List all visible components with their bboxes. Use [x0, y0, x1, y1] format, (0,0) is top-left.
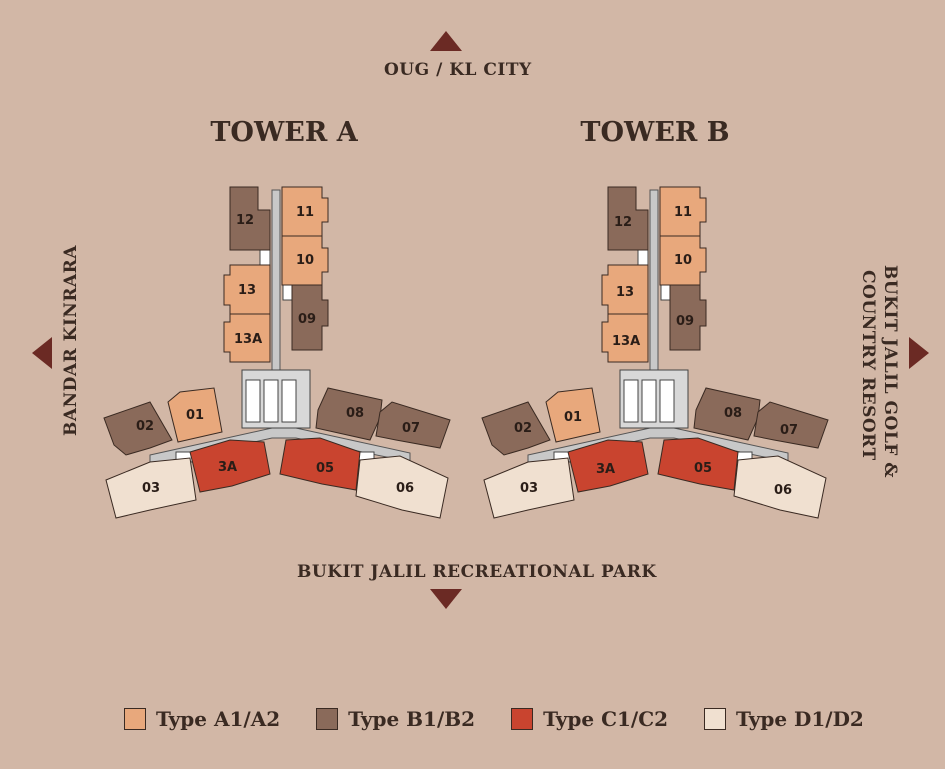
unit-3a: 3A [567, 439, 649, 493]
unit-10: 10 [281, 235, 329, 286]
unit-07: 07 [375, 401, 451, 449]
north-arrow-icon [430, 31, 462, 51]
tower-b-title: TOWER B [580, 117, 730, 148]
unit-01: 01 [545, 387, 601, 443]
svg-text:03: 03 [142, 481, 160, 496]
svg-text:11: 11 [674, 205, 692, 220]
unit-12: 12 [607, 186, 649, 251]
unit-type-legend: Type A1/A2 Type B1/B2 Type C1/C2 Type D1… [124, 707, 864, 731]
svg-text:07: 07 [402, 421, 420, 436]
north-direction-label: OUG / KL CITY [384, 60, 532, 80]
unit-08: 08 [693, 387, 761, 441]
svg-text:05: 05 [316, 461, 334, 476]
unit-13: 13 [223, 264, 271, 315]
legend-swatch-type-b [316, 708, 339, 730]
unit-06: 06 [733, 455, 827, 519]
unit-03: 03 [483, 457, 575, 519]
tower-a-plan: 12 11 10 13 09 13A 02 01 08 07 03 3A 05 … [103, 186, 451, 519]
unit-11: 11 [659, 186, 707, 237]
unit-01: 01 [167, 387, 223, 443]
svg-text:13: 13 [238, 283, 256, 298]
legend-item-type-d: Type D1/D2 [704, 707, 864, 731]
svg-text:13: 13 [616, 285, 634, 300]
svg-text:07: 07 [780, 423, 798, 438]
unit-06: 06 [355, 455, 449, 519]
south-direction-label: BUKIT JALIL RECREATIONAL PARK [297, 562, 657, 582]
unit-12: 12 [229, 186, 271, 251]
west-arrow-icon [32, 337, 52, 369]
legend-item-type-a: Type A1/A2 [124, 707, 280, 731]
svg-text:3A: 3A [596, 462, 615, 477]
svg-text:05: 05 [694, 461, 712, 476]
svg-text:01: 01 [564, 410, 582, 425]
east-arrow-icon [909, 337, 929, 369]
legend-label-type-c: Type C1/C2 [543, 707, 669, 731]
unit-02: 02 [481, 401, 551, 456]
svg-text:10: 10 [674, 253, 692, 268]
svg-text:13A: 13A [612, 334, 640, 349]
tower-a-title: TOWER A [210, 117, 358, 148]
svg-text:02: 02 [514, 421, 532, 436]
svg-text:01: 01 [186, 408, 204, 423]
unit-02: 02 [103, 401, 173, 456]
unit-3a: 3A [189, 439, 271, 493]
svg-text:13A: 13A [234, 332, 262, 347]
svg-text:03: 03 [520, 481, 538, 496]
legend-label-type-d: Type D1/D2 [736, 707, 864, 731]
unit-13: 13 [601, 264, 649, 315]
unit-05: 05 [279, 437, 361, 491]
svg-text:06: 06 [396, 481, 414, 496]
svg-text:02: 02 [136, 419, 154, 434]
svg-text:08: 08 [346, 406, 364, 421]
svg-text:3A: 3A [218, 460, 237, 475]
legend-label-type-b: Type B1/B2 [348, 707, 476, 731]
svg-text:06: 06 [774, 483, 792, 498]
svg-text:12: 12 [614, 215, 632, 230]
legend-swatch-type-c [511, 708, 534, 730]
legend-item-type-c: Type C1/C2 [511, 707, 668, 731]
svg-text:09: 09 [676, 314, 694, 329]
unit-10: 10 [659, 235, 707, 286]
svg-text:08: 08 [724, 406, 742, 421]
unit-11: 11 [281, 186, 329, 237]
unit-13a: 13A [601, 313, 649, 363]
unit-09: 09 [669, 284, 707, 351]
svg-text:12: 12 [236, 213, 254, 228]
svg-text:11: 11 [296, 205, 314, 220]
unit-03: 03 [105, 457, 197, 519]
unit-05: 05 [657, 437, 739, 491]
legend-swatch-type-a [124, 708, 146, 730]
svg-text:09: 09 [298, 312, 316, 327]
unit-07: 07 [753, 401, 829, 449]
legend-item-type-b: Type B1/B2 [316, 707, 475, 731]
unit-08: 08 [315, 387, 383, 441]
unit-13a: 13A [223, 313, 271, 363]
unit-09: 09 [291, 284, 329, 351]
svg-text:10: 10 [296, 253, 314, 268]
legend-label-type-a: Type A1/A2 [156, 707, 281, 731]
south-arrow-icon [430, 589, 462, 609]
tower-b-plan: 12 11 10 13 09 13A 02 01 08 07 03 3A 05 … [481, 186, 829, 519]
legend-swatch-type-d [704, 708, 727, 730]
